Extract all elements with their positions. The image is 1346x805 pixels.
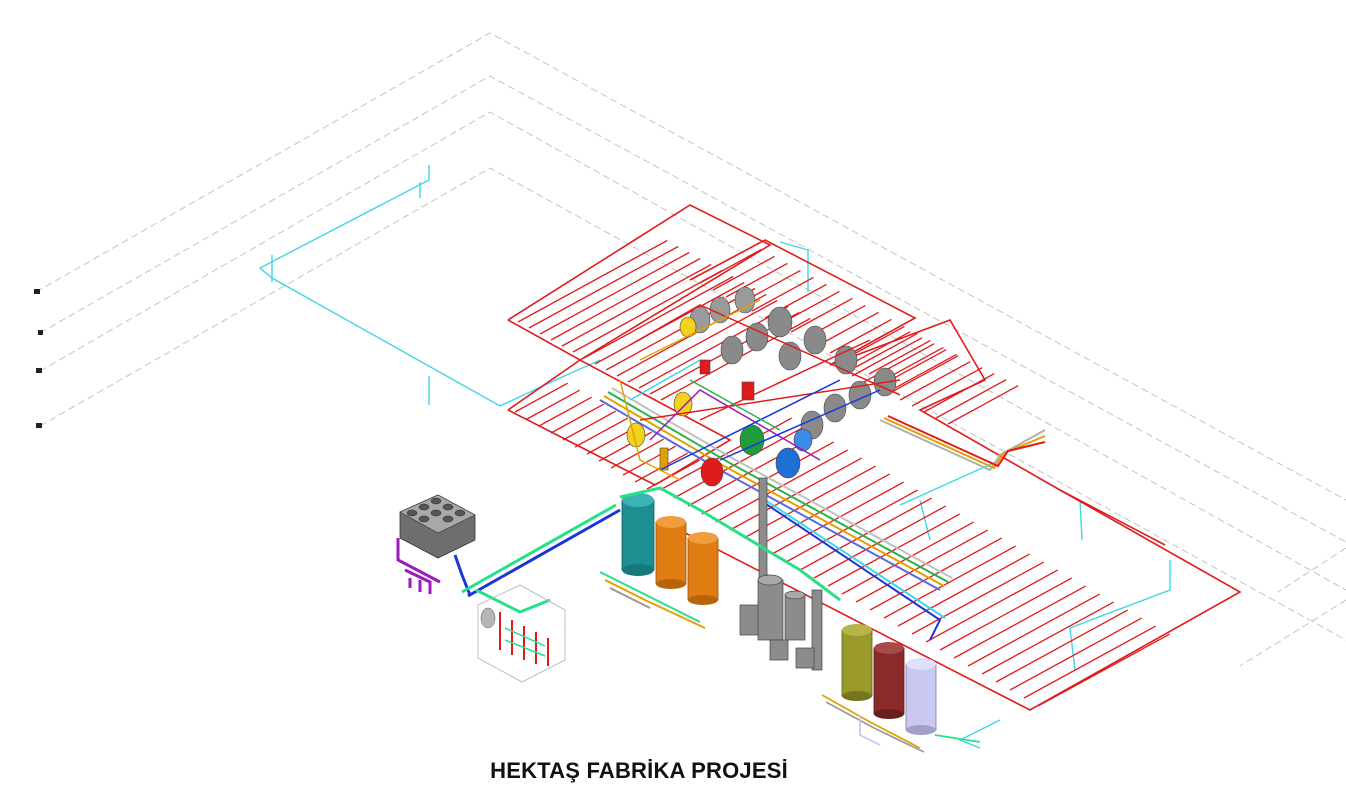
sprinkler-branch	[572, 269, 723, 353]
sprinkler-branch	[967, 593, 1100, 667]
sprinkler-branch	[981, 601, 1114, 675]
sprinkler-branch	[712, 255, 775, 291]
sprinkler-branch	[897, 553, 1030, 627]
sprinkler-branch	[725, 262, 788, 298]
sprinkler-branch	[1023, 625, 1156, 699]
process-equipment-cluster	[619, 286, 901, 487]
sprinkler-branch	[1009, 617, 1142, 691]
chiller-unit	[399, 494, 476, 559]
sprinkler-branch	[550, 403, 604, 434]
sprinkler-branch	[911, 367, 983, 407]
sprinkler-branch	[816, 311, 879, 347]
chiller-manifold	[396, 538, 441, 594]
sprinkler-branch	[863, 343, 935, 383]
sprinkler-branch	[699, 248, 762, 284]
sprinkler-branch	[771, 481, 904, 555]
storage-tank-lavender	[905, 658, 937, 735]
sprinkler-branch	[894, 353, 957, 389]
sprinkler-branch	[923, 373, 995, 413]
sprinkler-branch	[785, 489, 918, 563]
green-main-line	[619, 486, 841, 602]
pump-skid	[477, 584, 566, 683]
tank-base-piping-2	[821, 694, 981, 753]
sprinkler-branch	[841, 521, 974, 595]
sprinkler-branch	[829, 318, 892, 354]
sprinkler-branch	[827, 513, 960, 587]
drawing-title: HEKTAŞ FABRİKA PROJESİ	[490, 758, 788, 783]
sprinkler-branch	[869, 537, 1002, 611]
sprinkler-branch	[751, 276, 814, 312]
storage-tank-maroon	[873, 642, 905, 719]
sprinkler-branch	[883, 545, 1016, 619]
sprinkler-branch	[851, 337, 923, 377]
chiller-fans	[406, 497, 466, 523]
storage-tank-orange-2	[687, 532, 719, 605]
sprinkler-branch	[528, 245, 679, 329]
cyan-water-line	[258, 165, 1171, 749]
sprinkler-branch	[813, 505, 946, 579]
sprinkler-branch	[562, 410, 616, 441]
sprinkler-branch	[594, 281, 745, 365]
sprinkler-branch	[855, 529, 988, 603]
sprinkler-branch	[799, 497, 932, 571]
sprinkler-branch	[538, 396, 592, 427]
sprinkler-branch	[514, 382, 568, 413]
sprinkler-branch	[627, 299, 778, 383]
sprinkler-branch	[646, 459, 700, 490]
sprinkler-branch	[574, 417, 628, 448]
sprinkler-branch	[911, 561, 1044, 635]
sprinkler-branch	[1037, 633, 1170, 707]
sprinkler-branch	[925, 569, 1058, 643]
sprinkler-branch	[729, 457, 862, 531]
reference-outline-lines	[35, 32, 1346, 667]
storage-tank-teal	[621, 493, 655, 576]
gray-stack-equipment	[739, 477, 823, 671]
sprinkler-branch	[790, 297, 853, 333]
sprinkler-branch	[517, 239, 668, 323]
sprinkler-branch	[868, 339, 931, 375]
sprinkler-branch	[550, 257, 701, 341]
sprinkler-branch	[610, 438, 664, 469]
sprinkler-branch	[583, 275, 734, 359]
sprinkler-branch	[526, 389, 580, 420]
sprinkler-branch	[638, 305, 789, 389]
sprinkler-branch	[939, 577, 1072, 651]
storage-tank-olive	[841, 624, 873, 701]
tank-base-piping-1	[599, 571, 706, 629]
sprinkler-branch	[757, 473, 890, 547]
storage-tank-orange-1	[655, 516, 687, 589]
sprinkler-network	[507, 204, 1242, 711]
sprinkler-branch	[935, 379, 1007, 419]
sprinkler-branch	[539, 251, 690, 335]
chiller-link-pipes	[453, 503, 621, 614]
sprinkler-branch	[947, 385, 1019, 425]
sprinkler-branch	[995, 609, 1128, 683]
sprinkler-branch	[561, 263, 712, 347]
sprinkler-branch	[855, 332, 918, 368]
sprinkler-branch	[899, 361, 971, 401]
sprinkler-branch	[953, 585, 1086, 659]
sprinkler-branch	[887, 355, 959, 395]
reference-markers	[34, 289, 43, 428]
